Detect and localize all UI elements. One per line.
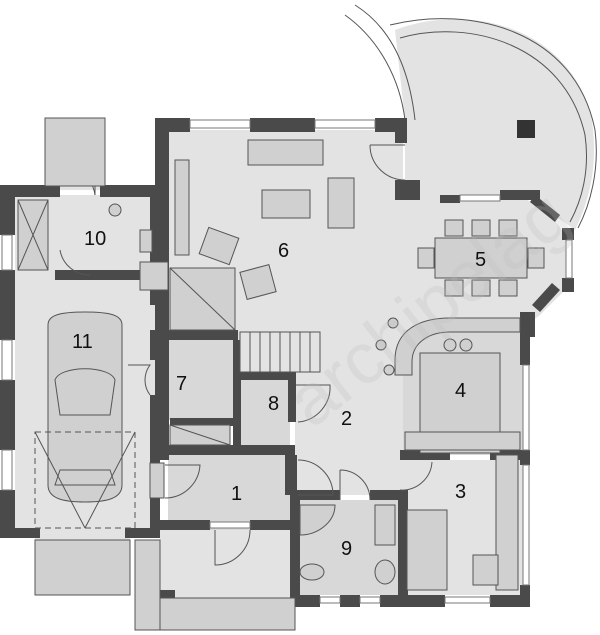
furniture — [17, 117, 545, 631]
shower — [299, 504, 336, 536]
sofa — [247, 139, 324, 166]
room-label-6: 6 — [278, 240, 289, 262]
room-label-11: 11 — [72, 331, 93, 353]
kitchen-counter — [404, 431, 521, 451]
room-label-9: 9 — [341, 538, 352, 560]
doors — [59, 144, 433, 566]
walls — [0, 118, 574, 610]
room-label-3: 3 — [455, 481, 466, 503]
room-labels: 1 2 3 4 5 6 7 8 9 10 11 — [72, 228, 486, 560]
dining-table — [434, 237, 528, 279]
coffee-table — [261, 189, 311, 219]
staircase — [169, 267, 321, 373]
wardrobe — [495, 454, 519, 591]
windows — [1, 119, 573, 604]
terrace-post — [517, 120, 535, 138]
tv-unit — [174, 159, 190, 256]
sink — [374, 559, 396, 585]
room-label-10: 10 — [84, 228, 106, 250]
room-label-5: 5 — [475, 249, 486, 271]
room-label-1: 1 — [231, 483, 242, 505]
terrace — [344, 4, 597, 230]
armchair-left — [198, 226, 240, 266]
room-label-8: 8 — [268, 393, 279, 415]
bed — [406, 509, 448, 591]
room-label-2: 2 — [341, 408, 352, 430]
toilet — [299, 563, 325, 581]
room-label-7: 7 — [176, 373, 187, 395]
room-label-4: 4 — [455, 380, 466, 402]
armchair-right — [327, 177, 355, 229]
armchair-left-2 — [239, 263, 277, 301]
car — [47, 311, 123, 503]
